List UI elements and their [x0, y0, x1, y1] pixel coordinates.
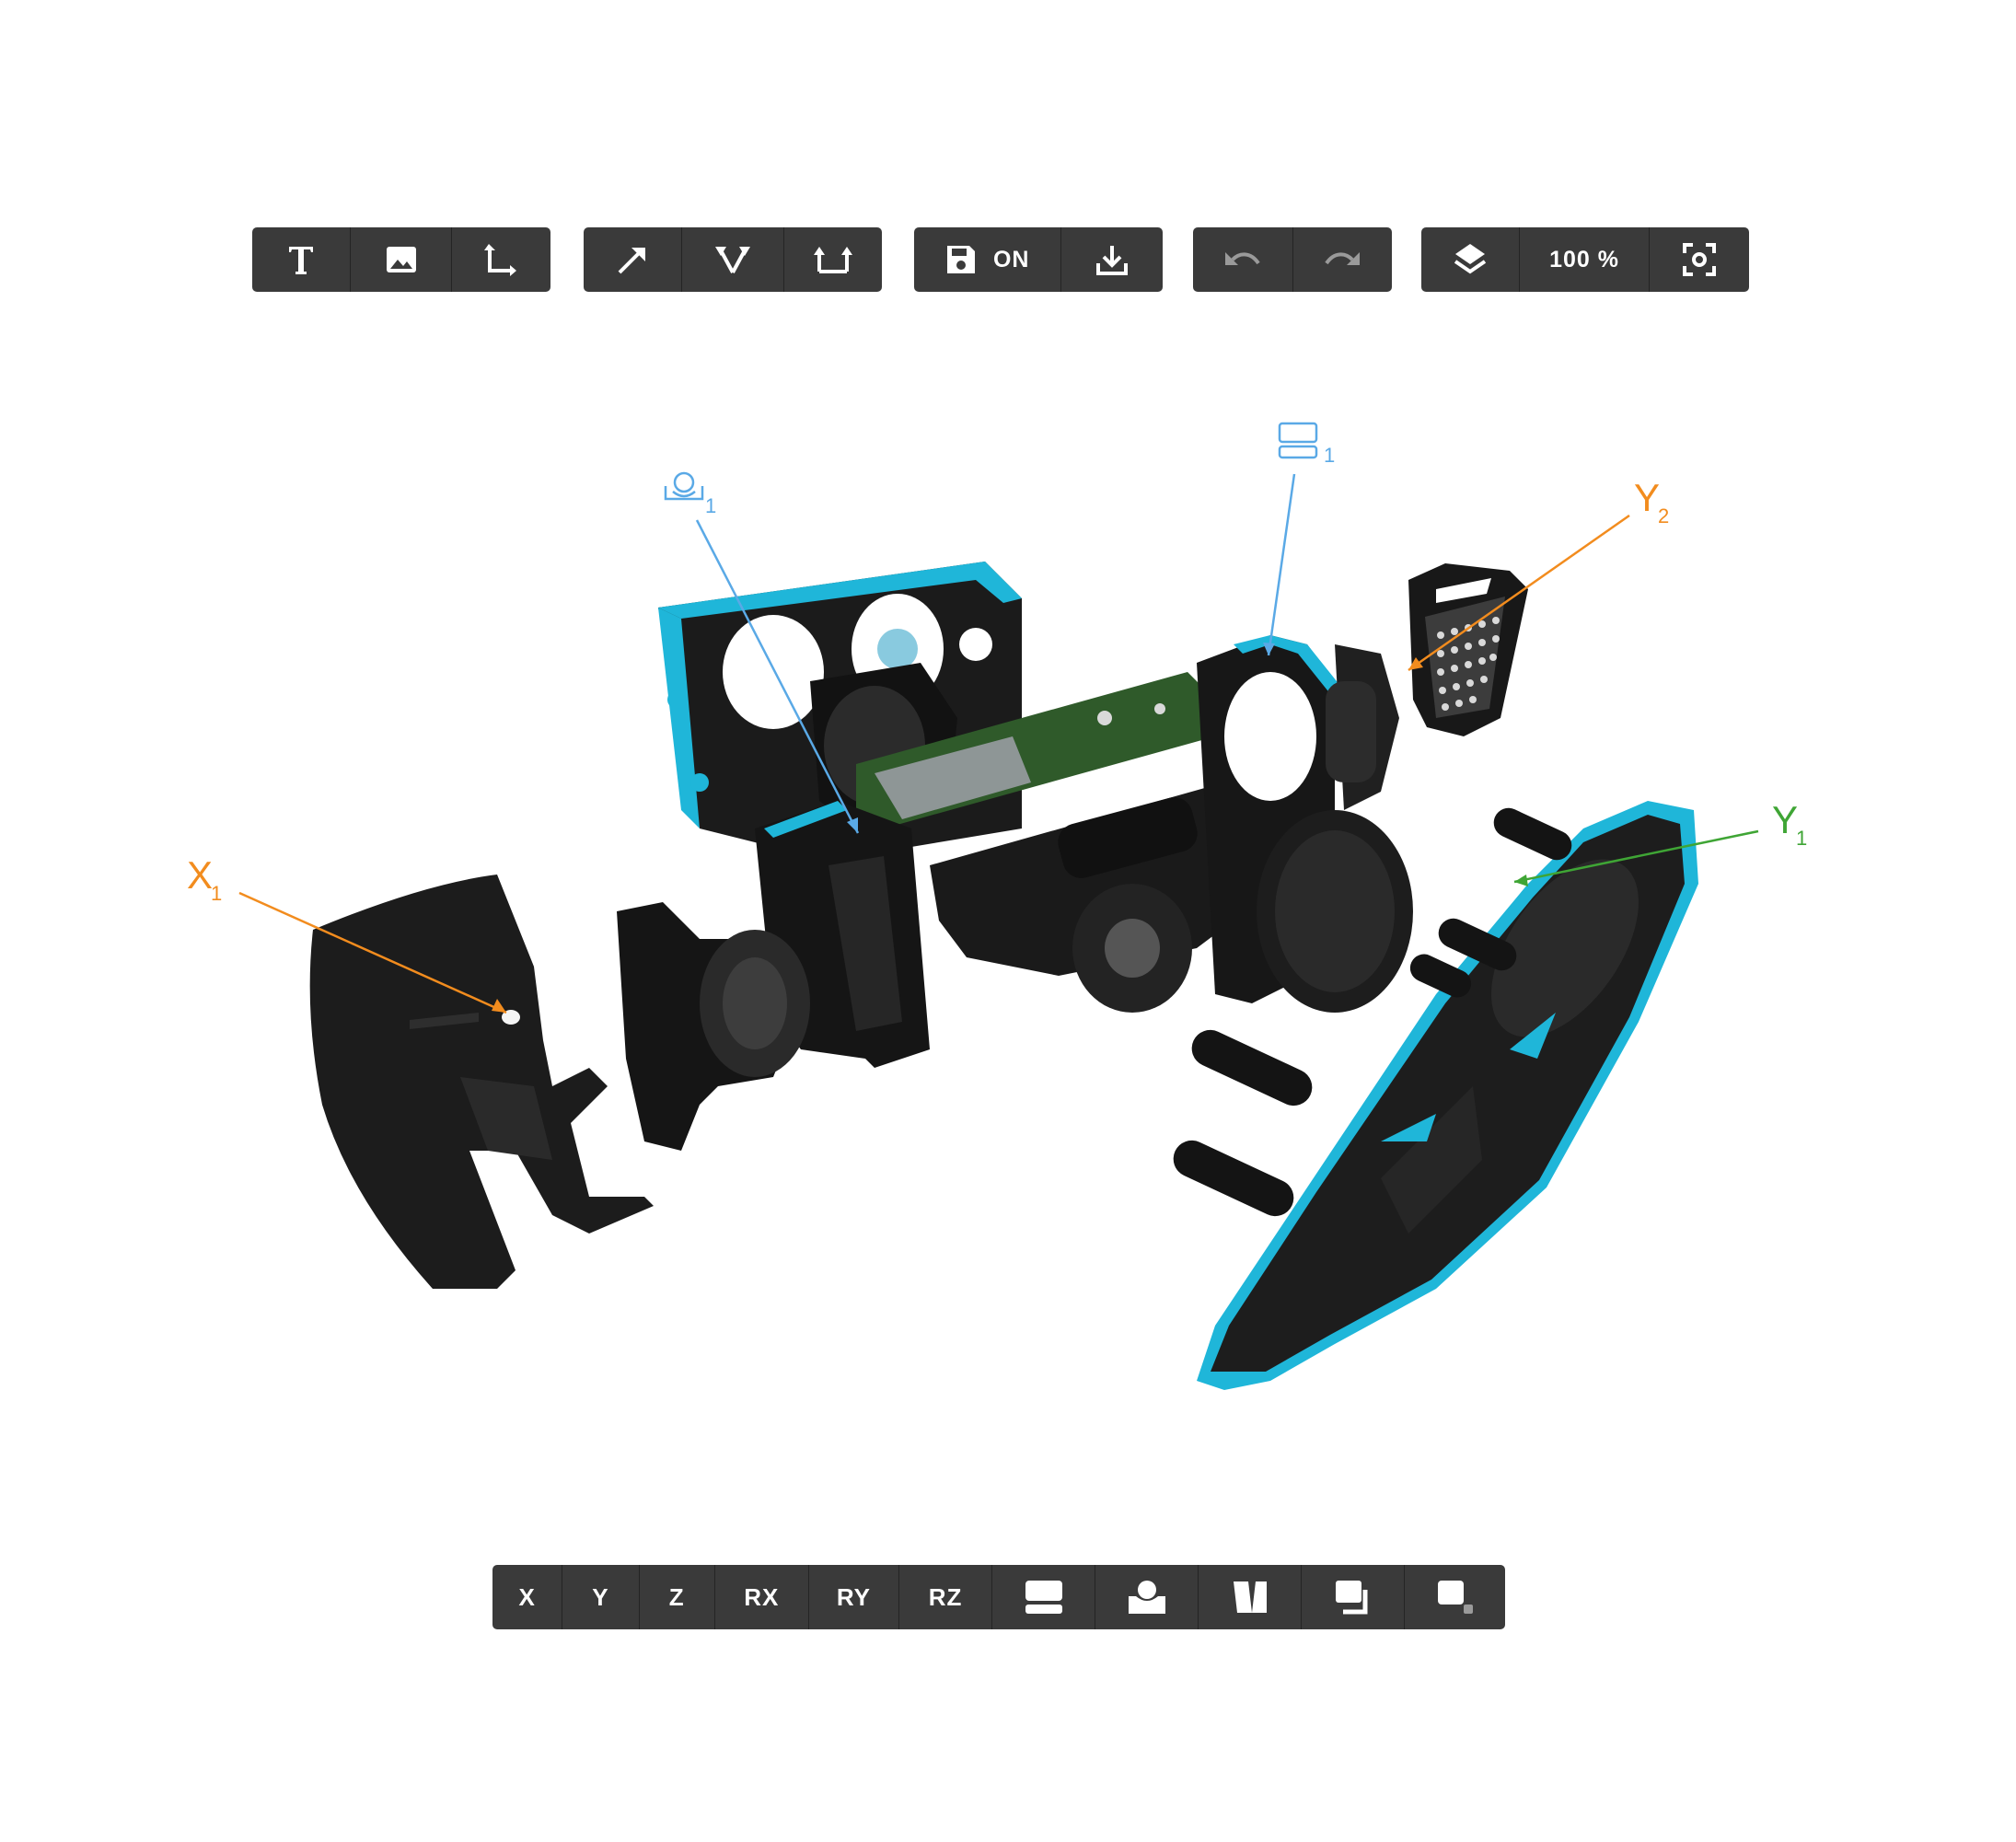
- joint-icon: [1128, 1581, 1165, 1614]
- point-constraint-button[interactable]: [1405, 1565, 1505, 1629]
- right-speaker-frame-part[interactable]: [1197, 635, 1413, 1013]
- axis-ry-label: RY: [836, 1582, 872, 1611]
- constraint-toolbar: X Y Z RX RY RZ: [492, 1565, 1505, 1629]
- image-tool-button[interactable]: [351, 227, 452, 292]
- layers-icon: [1454, 244, 1487, 274]
- joint-constraint-button[interactable]: [1095, 1565, 1199, 1629]
- redo-button[interactable]: [1293, 227, 1393, 292]
- axis-rx-button[interactable]: RX: [715, 1565, 809, 1629]
- up-arrows-tool-button[interactable]: [784, 227, 882, 292]
- end-driver-part[interactable]: [617, 902, 810, 1151]
- zoom-label: 100 %: [1549, 246, 1619, 272]
- diagonal-arrow-icon: [618, 248, 646, 274]
- joint-subscript: 1: [705, 494, 716, 517]
- stack-constraint-button[interactable]: [1302, 1565, 1406, 1629]
- grille-holes: [1437, 617, 1500, 711]
- undo-button[interactable]: [1193, 227, 1293, 292]
- toolbar-view: 100 %: [1421, 227, 1749, 292]
- stack-icon: [1335, 1581, 1368, 1615]
- autosave-toggle[interactable]: ON: [914, 227, 1062, 292]
- axis-tool-button[interactable]: [452, 227, 550, 292]
- parallel-icon: [1233, 1581, 1267, 1613]
- front-panel-part[interactable]: [1167, 801, 1698, 1390]
- x1-label: X: [187, 853, 213, 897]
- center-chassis-part[interactable]: [930, 782, 1252, 1013]
- download-icon: [1096, 246, 1129, 275]
- toolbar-history: [1193, 227, 1392, 292]
- left-end-cap-part[interactable]: [309, 875, 654, 1289]
- text-tool-button[interactable]: [252, 227, 352, 292]
- autosave-label: ON: [992, 246, 1030, 272]
- arrow-tool-button[interactable]: [584, 227, 683, 292]
- plane-annotation-icon: [1278, 422, 1318, 459]
- axis-z-label: Z: [668, 1582, 685, 1611]
- y2-label: Y: [1634, 476, 1660, 519]
- annotation-joint-1[interactable]: 1: [664, 471, 860, 834]
- plane-icon: [1025, 1581, 1062, 1614]
- axis-x-label: X: [518, 1582, 536, 1611]
- undo-icon: [1224, 252, 1260, 265]
- split-arrow-tool-button[interactable]: [682, 227, 784, 292]
- axis-y-button[interactable]: Y: [562, 1565, 640, 1629]
- toolbar-file: ON: [914, 227, 1163, 292]
- annotation-plane-1[interactable]: 1: [1263, 422, 1335, 656]
- toolbar-arrows: [584, 227, 882, 292]
- plane-subscript: 1: [1324, 444, 1335, 467]
- annotation-x1[interactable]: X 1: [187, 853, 507, 1014]
- split-arrow-icon: [715, 247, 750, 273]
- joint-annotation-icon: [664, 471, 704, 501]
- zoom-level[interactable]: 100 %: [1520, 227, 1650, 292]
- parallel-constraint-button[interactable]: [1199, 1565, 1303, 1629]
- layers-button[interactable]: [1421, 227, 1521, 292]
- y1-label: Y: [1772, 798, 1798, 841]
- axis-arrow-icon: [484, 244, 517, 276]
- redo-icon: [1325, 252, 1361, 265]
- screenshot-icon: [1682, 243, 1716, 276]
- right-grille-part[interactable]: [1408, 563, 1528, 736]
- save-icon: [946, 246, 975, 273]
- axis-x-button[interactable]: X: [492, 1565, 563, 1629]
- image-icon: [386, 247, 416, 272]
- annotation-y1[interactable]: Y 1: [1513, 798, 1807, 886]
- y1-subscript: 1: [1796, 827, 1807, 850]
- point-icon: [1437, 1581, 1473, 1614]
- download-button[interactable]: [1061, 227, 1163, 292]
- axis-rz-button[interactable]: RZ: [899, 1565, 993, 1629]
- plane-constraint-button[interactable]: [992, 1565, 1096, 1629]
- axis-ry-button[interactable]: RY: [809, 1565, 899, 1629]
- up-arrows-icon: [813, 247, 852, 273]
- annotation-y2[interactable]: Y 2: [1408, 476, 1669, 672]
- toolbar-insert: [252, 227, 550, 292]
- text-icon: [289, 247, 314, 274]
- x1-subscript: 1: [211, 882, 222, 905]
- axis-rz-label: RZ: [928, 1582, 963, 1611]
- axis-z-button[interactable]: Z: [640, 1565, 715, 1629]
- axis-y-label: Y: [592, 1582, 609, 1611]
- screenshot-button[interactable]: [1650, 227, 1749, 292]
- y2-subscript: 2: [1658, 504, 1669, 527]
- axis-rx-label: RX: [744, 1582, 780, 1611]
